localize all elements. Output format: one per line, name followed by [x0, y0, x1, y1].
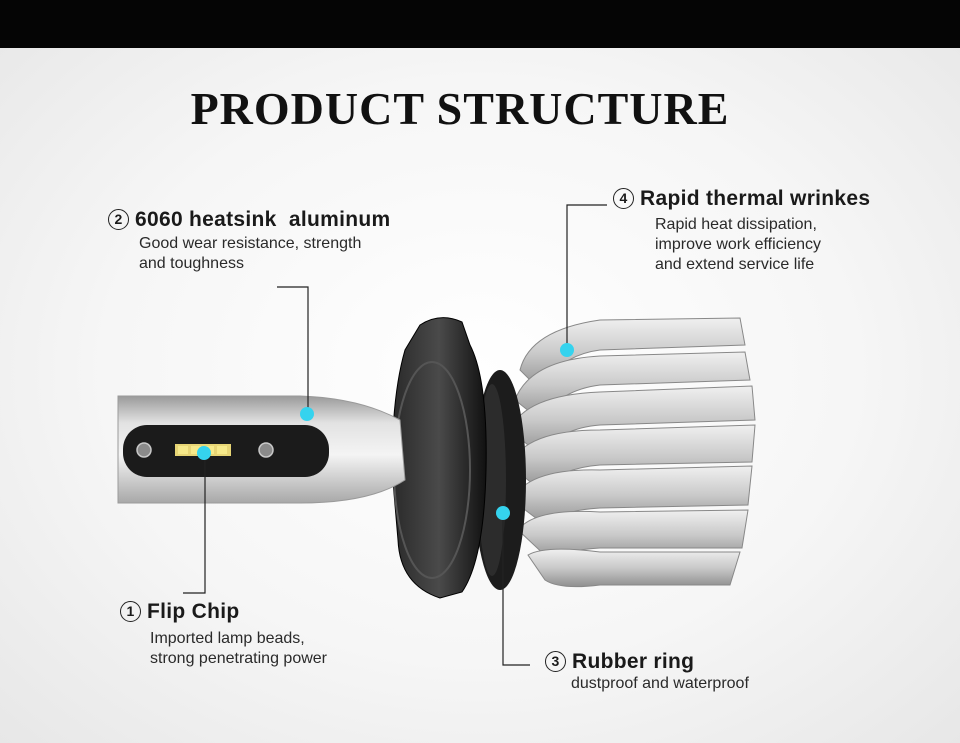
callout-desc-line: dustproof and waterproof	[571, 675, 749, 692]
marker-dot-thermal	[560, 343, 574, 357]
marker-dot-ring	[496, 506, 510, 520]
collar-flange	[391, 317, 487, 599]
callout-thermal: 4 Rapid thermal wrinkes Rapid heat dissip…	[613, 187, 870, 275]
callout-desc-line: Good wear resistance, strength	[139, 235, 362, 252]
top-bar	[0, 0, 960, 48]
callout-desc-line: improve work efficiency	[655, 236, 821, 253]
heatsink-fins	[509, 317, 756, 588]
callout-heatsink: 2 6060 heatsink aluminum Good wear resist…	[108, 208, 391, 274]
page-title: PRODUCT STRUCTURE	[190, 83, 730, 134]
callout-number: 3	[545, 651, 566, 672]
callout-desc-line: and toughness	[139, 255, 244, 272]
callout-flip-chip: 1 Flip Chip Imported lamp beads, strong p…	[120, 600, 327, 669]
leader-lines	[183, 204, 607, 666]
callout-desc-line: Rapid heat dissipation,	[655, 216, 817, 233]
callout-title: Flip Chip	[147, 600, 240, 623]
callout-desc-line: Imported lamp beads,	[150, 630, 305, 647]
callout-number: 1	[120, 601, 141, 622]
callout-number: 4	[613, 188, 634, 209]
marker-dot-chip	[197, 446, 211, 460]
marker-dot-heatsink	[300, 407, 314, 421]
callout-title: 6060 heatsink aluminum	[135, 208, 391, 231]
callout-desc-line: strong penetrating power	[150, 650, 327, 667]
aluminum-body	[117, 395, 406, 504]
callout-desc-line: and extend service life	[655, 256, 815, 273]
callout-title: Rubber ring	[572, 650, 695, 673]
callout-number: 2	[108, 209, 129, 230]
callout-title: Rapid thermal wrinkes	[640, 187, 871, 210]
callout-rubber-ring: 3 Rubber ring dustproof and waterproof	[545, 650, 749, 694]
